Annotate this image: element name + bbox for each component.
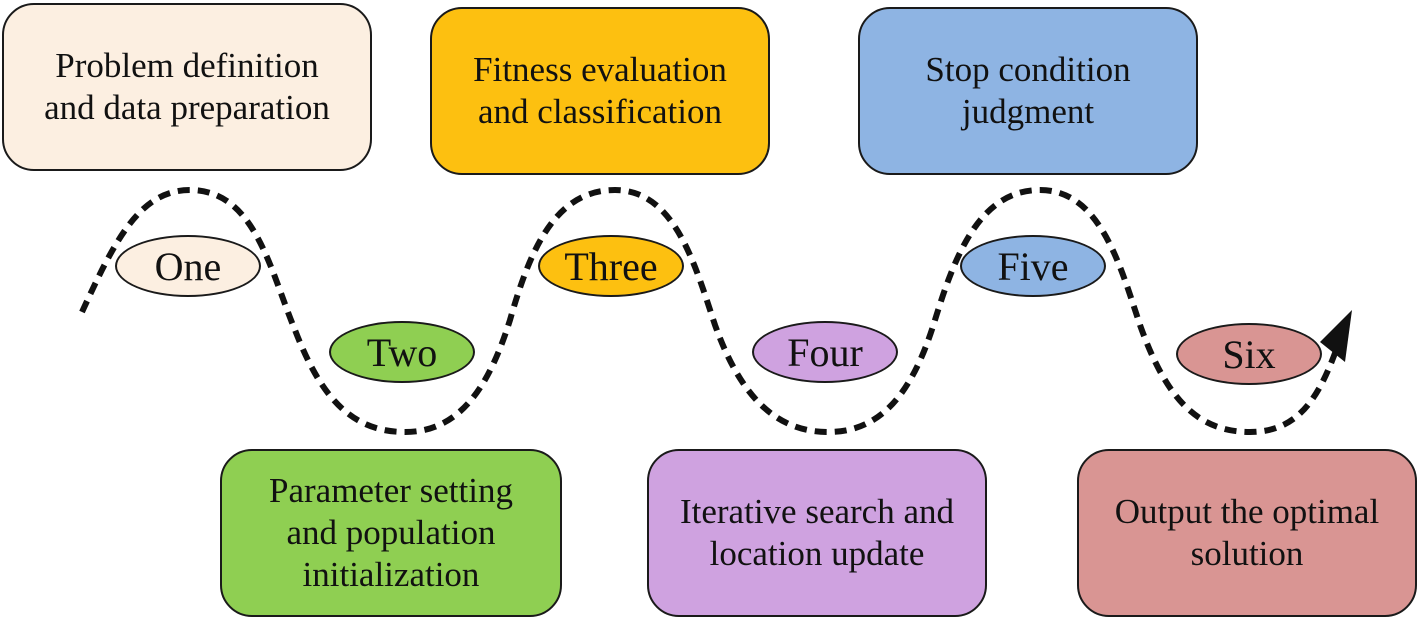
step-four-box: Iterative search and location update — [647, 449, 987, 617]
step-three-text: Fitness evaluation and classification — [473, 50, 727, 131]
step-six-label: Six — [1176, 323, 1322, 385]
step-four-text: Iterative search and location update — [679, 492, 954, 573]
step-two-text: Parameter setting and population initial… — [269, 471, 513, 594]
step-five-box: Stop condition judgment — [858, 7, 1198, 175]
wave-path — [79, 186, 1341, 436]
step-five-label: Five — [960, 235, 1106, 297]
step-five-text: Stop condition judgment — [925, 50, 1131, 131]
step-three-label: Three — [538, 235, 684, 297]
step-two-box: Parameter setting and population initial… — [220, 449, 562, 617]
step-six-box: Output the optimal solution — [1077, 449, 1417, 617]
step-two-label: Two — [329, 321, 475, 383]
step-one-text: Problem definition and data preparation — [44, 46, 330, 127]
step-one-box: Problem definition and data preparation — [2, 3, 372, 171]
step-six-text: Output the optimal solution — [1114, 492, 1380, 573]
step-three-box: Fitness evaluation and classification — [430, 7, 770, 175]
step-four-label: Four — [752, 321, 898, 383]
step-one-label: One — [115, 235, 261, 297]
arrow-head-icon — [1320, 310, 1352, 362]
